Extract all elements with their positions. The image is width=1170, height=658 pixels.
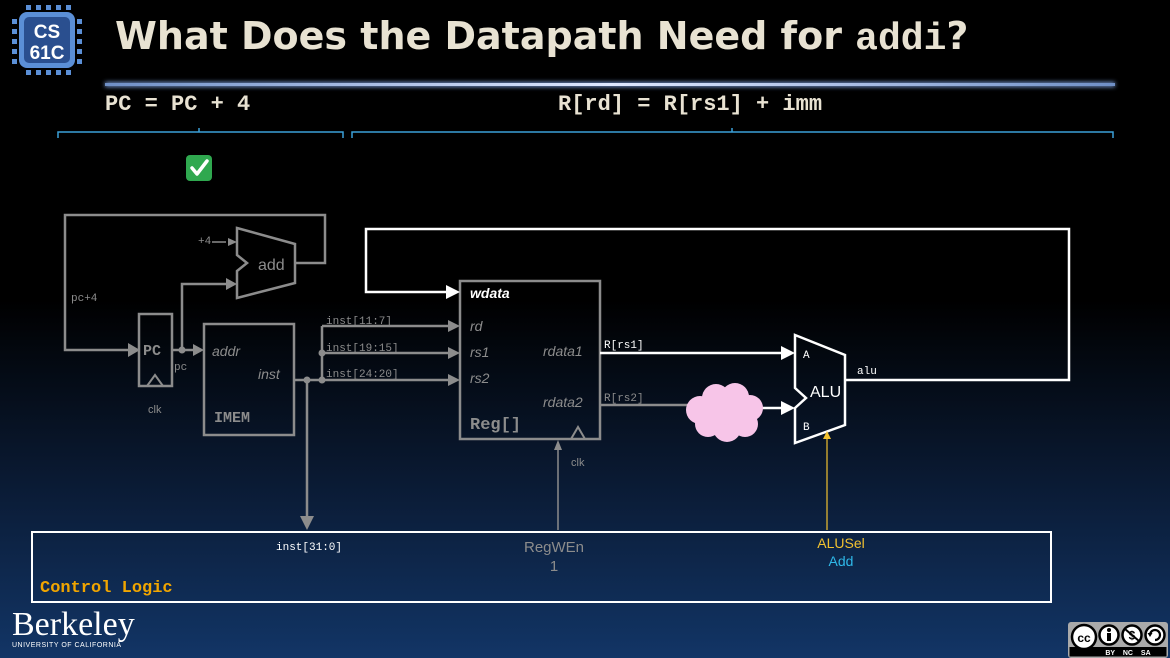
r-rs2-label: R[rs2] bbox=[604, 393, 644, 405]
rs1-junction bbox=[318, 349, 326, 357]
cs61c-logo: CS 61C bbox=[12, 5, 82, 75]
control-inst-label: inst[31:0] bbox=[276, 542, 342, 554]
check-icon bbox=[186, 155, 212, 181]
alu-block bbox=[793, 333, 847, 445]
alu-label: ALU bbox=[810, 384, 841, 401]
regwen-label: RegWEn bbox=[524, 539, 584, 556]
sa-icon bbox=[1144, 624, 1166, 646]
inst-control-arrow bbox=[300, 516, 314, 530]
cc-icon bbox=[1070, 623, 1098, 651]
page-title: What Does the Datapath Need for addi? bbox=[115, 14, 968, 61]
pc-feedback-wire bbox=[63, 213, 327, 352]
reg-brace bbox=[351, 128, 1114, 138]
inst-rd-label: inst[11:7] bbox=[326, 316, 392, 328]
pc-plus4-label: pc+4 bbox=[71, 293, 98, 305]
control-logic-box bbox=[31, 531, 1052, 603]
svg-text:cc: cc bbox=[1077, 631, 1091, 645]
control-logic-label: Control Logic bbox=[40, 579, 173, 598]
imem-addr-arrow bbox=[193, 344, 204, 356]
imm-cloud-icon bbox=[686, 383, 763, 442]
reg-equation: R[rd] = R[rs1] + imm bbox=[558, 92, 823, 117]
reg-rd-label: rd bbox=[470, 318, 484, 334]
title-code: addi bbox=[855, 18, 947, 61]
alu-out-label: alu bbox=[857, 366, 877, 378]
reg-wdata-label: wdata bbox=[470, 285, 510, 301]
pc-to-adder-wire bbox=[180, 282, 226, 350]
alusel-label: ALUSel bbox=[817, 535, 864, 551]
const4-label: +4 bbox=[198, 236, 212, 248]
license-text: BY NC SA bbox=[1105, 650, 1150, 657]
pc-clk-triangle bbox=[146, 373, 164, 387]
berkeley-wordmark: Berkeley bbox=[12, 606, 135, 643]
alusel-value: Add bbox=[829, 553, 854, 569]
title-rule bbox=[105, 83, 1115, 86]
reg-rdata1-label: rdata1 bbox=[543, 343, 583, 359]
reg-rs1-label: rs1 bbox=[470, 344, 489, 360]
pc-junction bbox=[178, 346, 186, 354]
alusel-arrow bbox=[823, 431, 831, 439]
rs1-arrow bbox=[448, 347, 460, 359]
adder-label: add bbox=[258, 257, 285, 274]
imem-addr-label: addr bbox=[212, 343, 241, 359]
alu-a-label: A bbox=[803, 350, 810, 362]
pc-wire-label: pc bbox=[174, 362, 187, 374]
logo-line2: 61C bbox=[30, 43, 65, 64]
const4-arrow bbox=[228, 238, 237, 246]
regfile-block bbox=[458, 279, 602, 441]
imem-label: IMEM bbox=[214, 410, 250, 427]
berkeley-logo: Berkeley UNIVERSITY OF CALIFORNIA bbox=[12, 606, 135, 650]
wdata-arrow bbox=[446, 285, 460, 299]
cc-license-badge: cc $ BY NC SA bbox=[1068, 622, 1168, 658]
reg-clk-triangle bbox=[570, 425, 586, 440]
regfile-label: Reg[] bbox=[470, 416, 521, 435]
rd-arrow bbox=[448, 320, 460, 332]
alu-writeback-wire bbox=[364, 227, 1071, 382]
alu-b-arrow bbox=[781, 401, 795, 415]
pc-adder bbox=[235, 226, 297, 300]
logo-line1: CS bbox=[34, 22, 60, 43]
imem-inst-label: inst bbox=[258, 366, 281, 382]
regwen-value: 1 bbox=[550, 558, 558, 575]
rs2-arrow bbox=[448, 374, 460, 386]
adder-in-arrow bbox=[226, 278, 237, 290]
pc-clk-label: clk bbox=[148, 404, 162, 416]
pc-in-arrow bbox=[128, 343, 140, 357]
pc-brace bbox=[57, 128, 344, 138]
rs2-junction bbox=[318, 376, 326, 384]
regwen-arrow bbox=[554, 440, 562, 450]
check-icon-mark bbox=[190, 159, 209, 176]
inst-rs1-label: inst[19:15] bbox=[326, 343, 399, 355]
inst-junction bbox=[303, 376, 311, 384]
reg-clk-label: clk bbox=[571, 457, 585, 469]
r-rs1-label: R[rs1] bbox=[604, 340, 644, 352]
pc-box-label: PC bbox=[143, 343, 161, 360]
title-text: What Does the Datapath Need for bbox=[115, 14, 856, 58]
inst-rs2-label: inst[24:20] bbox=[326, 369, 399, 381]
berkeley-subtitle: UNIVERSITY OF CALIFORNIA bbox=[12, 642, 122, 649]
reg-rdata2-label: rdata2 bbox=[543, 394, 583, 410]
reg-rs2-label: rs2 bbox=[470, 370, 490, 386]
alu-b-label: B bbox=[803, 422, 810, 434]
pc-equation: PC = PC + 4 bbox=[105, 92, 251, 117]
alu-a-arrow bbox=[781, 346, 795, 360]
title-suffix: ? bbox=[946, 14, 969, 58]
